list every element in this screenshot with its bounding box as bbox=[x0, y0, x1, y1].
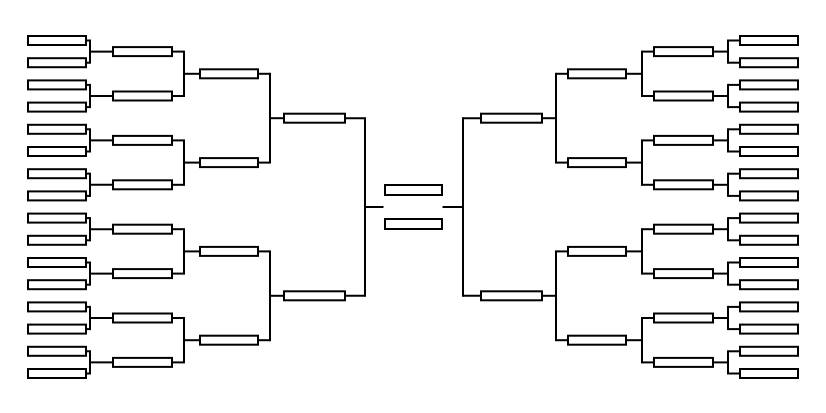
bracket-slot-left-round1-2 bbox=[27, 57, 87, 69]
bracket-slot-right-round1-11 bbox=[739, 257, 799, 268]
bracket-slot-right-round3-2 bbox=[567, 157, 627, 169]
bracket-slot-left-round1-11 bbox=[27, 257, 87, 268]
bracket-slot-right-round1-13 bbox=[739, 301, 799, 313]
bracket-slot-right-round1-3 bbox=[739, 79, 799, 91]
bracket-slot-right-round1-7 bbox=[739, 168, 799, 180]
bracket-slot-right-round1-12 bbox=[739, 279, 799, 291]
bracket-slot-left-round4-2 bbox=[283, 290, 346, 302]
bracket-slot-left-round1-4 bbox=[27, 101, 87, 113]
bracket-slot-left-round1-5 bbox=[27, 123, 87, 135]
bracket-slot-left-round2-2 bbox=[112, 90, 173, 102]
bracket-slot-left-round1-3 bbox=[27, 79, 87, 91]
bracket-slot-left-round2-1 bbox=[112, 46, 173, 58]
bracket-slot-left-round1-13 bbox=[27, 301, 87, 313]
bracket-slot-left-round3-3 bbox=[199, 245, 259, 257]
bracket-slot-left-round1-15 bbox=[27, 345, 87, 357]
bracket-slot-left-round1-6 bbox=[27, 146, 87, 157]
bracket-slot-right-round2-7 bbox=[653, 312, 714, 324]
bracket-slot-left-round2-7 bbox=[112, 312, 173, 324]
bracket-slot-left-round2-6 bbox=[112, 268, 173, 280]
bracket-slot-left-round3-2 bbox=[199, 157, 259, 169]
bracket-slot-right-round1-16 bbox=[739, 368, 799, 379]
bracket-slot-right-round2-2 bbox=[653, 90, 714, 102]
bracket-slot-right-round1-5 bbox=[739, 123, 799, 135]
bracket-slot-right-round2-6 bbox=[653, 268, 714, 280]
bracket-slot-right-round2-1 bbox=[653, 46, 714, 58]
bracket-slot-right-round1-8 bbox=[739, 190, 799, 202]
bracket-slot-left-round1-7 bbox=[27, 168, 87, 180]
bracket-slot-right-round3-1 bbox=[567, 68, 627, 80]
bracket-slot-left-round3-1 bbox=[199, 68, 259, 80]
bracket-slot-right-round2-4 bbox=[653, 179, 714, 191]
bracket-slot-left-round2-3 bbox=[112, 134, 173, 146]
bracket-slot-right-round2-3 bbox=[653, 134, 714, 146]
bracket-slot-right-round1-4 bbox=[739, 101, 799, 113]
bracket-slot-right-round1-9 bbox=[739, 212, 799, 224]
bracket-slot-left-round1-8 bbox=[27, 190, 87, 202]
bracket-slot-right-round1-15 bbox=[739, 345, 799, 357]
bracket-slot-right-round1-14 bbox=[739, 323, 799, 335]
bracket-slot-right-round1-1 bbox=[739, 35, 799, 46]
bracket-slot-left-round4-1 bbox=[283, 112, 346, 124]
bracket-slot-right-round1-6 bbox=[739, 146, 799, 157]
bracket-slot-left-round2-8 bbox=[112, 356, 173, 368]
bracket-slot-right-round4-1 bbox=[480, 112, 543, 124]
bracket-slot-left-round1-9 bbox=[27, 212, 87, 224]
bracket-slot-right-round4-2 bbox=[480, 290, 543, 302]
final-slot-top bbox=[384, 184, 443, 196]
bracket-slot-left-round2-4 bbox=[112, 179, 173, 191]
bracket-slot-left-round2-5 bbox=[112, 223, 173, 235]
bracket-slot-left-round1-12 bbox=[27, 279, 87, 291]
bracket-slot-left-round1-16 bbox=[27, 368, 87, 379]
bracket-slot-right-round2-8 bbox=[653, 356, 714, 368]
bracket-slot-left-round3-4 bbox=[199, 334, 259, 346]
bracket-slot-left-round1-10 bbox=[27, 234, 87, 246]
bracket-slot-left-round1-1 bbox=[27, 35, 87, 46]
bracket-slot-right-round3-4 bbox=[567, 334, 627, 346]
bracket-slot-right-round3-3 bbox=[567, 245, 627, 257]
bracket-slot-right-round2-5 bbox=[653, 223, 714, 235]
bracket-slot-right-round1-2 bbox=[739, 57, 799, 69]
bracket-slot-left-round1-14 bbox=[27, 323, 87, 335]
final-slot-bottom bbox=[384, 218, 443, 230]
bracket-slot-right-round1-10 bbox=[739, 234, 799, 246]
